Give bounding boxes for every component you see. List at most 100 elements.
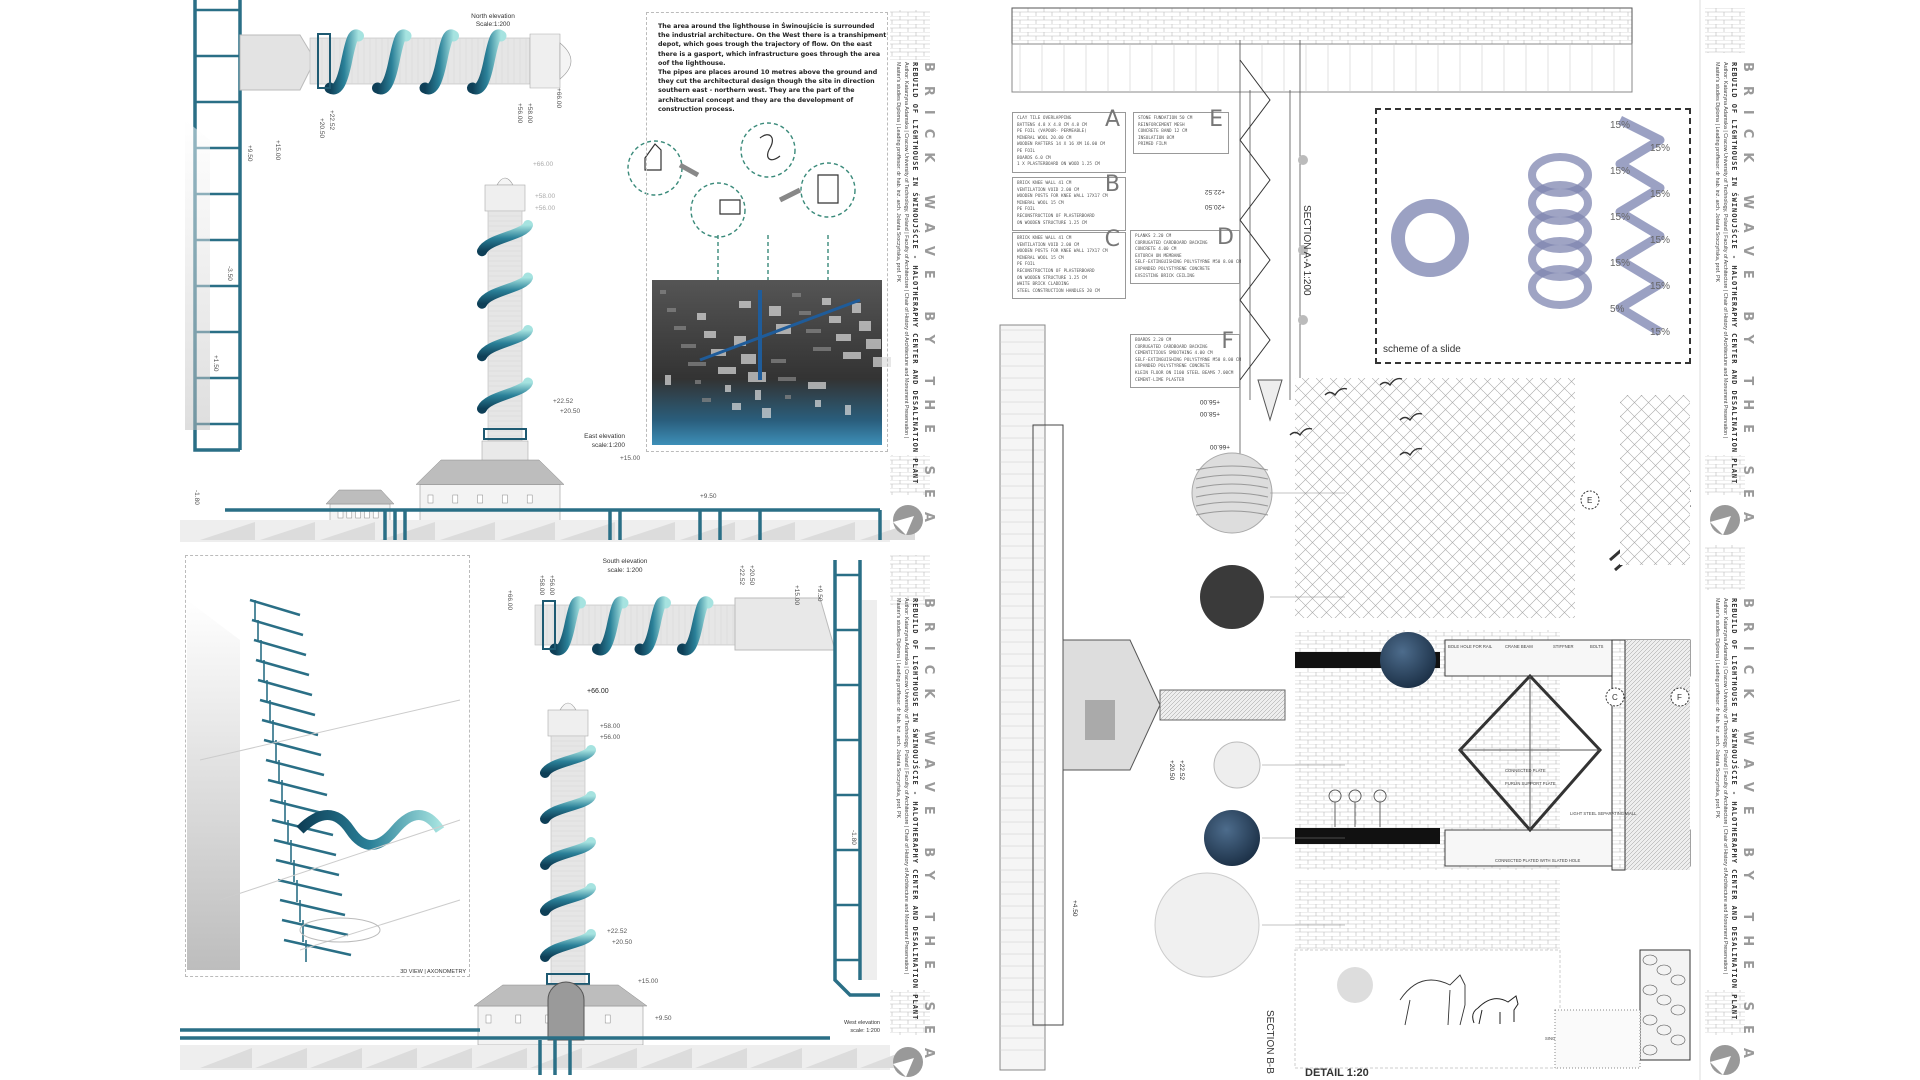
stone-texture xyxy=(1656,964,1672,976)
brick-texture xyxy=(1705,455,1745,495)
photo-building xyxy=(688,362,706,366)
material-layer: INSULATION 8CM xyxy=(1138,135,1175,141)
material-layer: CONCRETE 4.00 CM xyxy=(1135,247,1177,253)
photo-building xyxy=(702,398,711,402)
west-pipe-frame xyxy=(833,560,880,997)
description-paragraph: The pipes are places around 10 metres ab… xyxy=(658,69,878,113)
window xyxy=(502,494,508,504)
ground-hatch xyxy=(620,522,675,540)
axonometry-walkway xyxy=(263,738,322,757)
project-author: Author: Katarzyna Adamska | Cracow Unive… xyxy=(1722,598,1728,975)
lighthouse-dome xyxy=(496,177,514,186)
east-elevation-title: East elevation xyxy=(584,433,625,440)
project-title: BRICK WAVE BY THE SEA xyxy=(1740,62,1755,536)
level-label: +58.00 xyxy=(526,103,533,123)
slide-slope-label: 15% xyxy=(1610,258,1630,269)
slide-plan-ring xyxy=(1391,199,1469,277)
level-label: +66.00 xyxy=(587,688,609,695)
window xyxy=(515,1014,522,1024)
level-label: +22.52 xyxy=(1178,760,1185,780)
tile-texture xyxy=(1195,501,1269,507)
stone-texture xyxy=(1656,994,1672,1006)
axonometry-walkway xyxy=(253,638,307,657)
detail-callout: CONNECTED PLATED WITH SLATED HOLE xyxy=(1495,858,1580,863)
axonometry-spiral xyxy=(296,810,445,850)
ground-hatch xyxy=(320,522,375,540)
material-layer: KLEIN FLOOR ON I100 STEEL BEAMS 7.00CM xyxy=(1135,370,1234,376)
level-label: +56.00 xyxy=(600,734,620,741)
material-layer: PRIMED FILM xyxy=(1138,142,1167,148)
photo-building xyxy=(808,382,826,389)
spiral-slide-segment xyxy=(372,29,412,95)
photo-building xyxy=(734,336,746,346)
bird-sketch xyxy=(1324,387,1348,397)
axonometry-walkway xyxy=(259,698,316,717)
slide-coil-ring xyxy=(1528,265,1592,309)
axonometry-walkway xyxy=(251,618,304,637)
material-layer: WOODEN RAFTERS 14 X 16 XM 16.00 CM xyxy=(1017,142,1105,148)
ground-hatch xyxy=(260,522,315,540)
spiral-slide-segment xyxy=(549,596,586,656)
site-description: The area around the lighthouse in Świnou… xyxy=(658,22,888,114)
material-layer: SELF-EXTINGUISHING POLYSTYRNE M50 8.00 C… xyxy=(1135,357,1242,363)
ground-hatch xyxy=(200,522,255,540)
photo-building xyxy=(845,405,851,415)
south-elevation-title: South elevation xyxy=(603,558,648,565)
title-strip: BRICK WAVE BY THE SEA REBUILD OF LIGHTHO… xyxy=(1711,598,1755,1072)
tile-texture xyxy=(1195,483,1269,489)
photo-building xyxy=(665,375,671,385)
stone-swatch xyxy=(1337,967,1373,1003)
spiral-slide-segment xyxy=(477,220,533,257)
ground-hatch xyxy=(420,1048,472,1068)
level-label: +15.00 xyxy=(638,978,658,985)
detail-callout: BOLE HOLE FOR RAIL xyxy=(1448,644,1493,649)
flow-arrow xyxy=(678,162,802,203)
photo-building xyxy=(748,372,766,382)
material-layer: BRICK KNEE WALL 41 CM xyxy=(1017,236,1072,241)
ground-hatch xyxy=(310,1048,362,1068)
material-layer: STONE FUNDATION 50 CM xyxy=(1138,116,1193,121)
bird-sketch xyxy=(1399,447,1423,457)
photo-building xyxy=(755,390,761,400)
material-letter: E xyxy=(1209,107,1223,132)
gas-tank-icon xyxy=(800,162,856,218)
level-label: +20.50 xyxy=(612,939,632,946)
axonometry-walkway xyxy=(279,898,346,917)
lantern-room xyxy=(529,33,561,89)
material-layer: EXTORCH ON MEMBANE xyxy=(1135,253,1182,259)
project-subtitle: REBUILD OF LIGHTHOUSE IN ŚWINOUJŚCIE - H… xyxy=(911,598,919,1021)
detail-callout: CONNECTED PLATE xyxy=(1505,768,1546,773)
logo-mark xyxy=(1710,516,1731,535)
title-strip: BRICK WAVE BY THE SEA REBUILD OF LIGHTHO… xyxy=(892,598,936,1072)
level-label: +9.50 xyxy=(246,145,253,162)
project-studies: Master's studies Diploma | Leading proff… xyxy=(895,62,901,283)
photo-building xyxy=(725,385,731,392)
steel-beam xyxy=(1295,828,1440,844)
axonometry-walkway xyxy=(255,658,310,677)
section-bb-wall xyxy=(999,324,1046,1071)
stone-texture xyxy=(1642,1014,1658,1026)
material-letter: B xyxy=(1104,172,1120,197)
material-layer: CEMENTITIOUS SMOOTHING 4.00 CM xyxy=(1135,351,1213,357)
level-label: +22.52 xyxy=(328,110,335,130)
photo-building xyxy=(739,301,751,308)
project-studies: Master's studies Diploma | Leading proff… xyxy=(1714,598,1720,819)
window xyxy=(526,494,533,504)
detail-marker-letter: F xyxy=(1677,693,1682,702)
spiral-slide-segment xyxy=(634,596,671,656)
slide-slope-label: 15% xyxy=(1650,189,1670,200)
ground-hatch xyxy=(695,1048,747,1068)
level-label: -3.50 xyxy=(226,266,233,281)
cat-sketch xyxy=(1472,995,1519,1025)
detail-callout: BOLTS xyxy=(1590,644,1604,649)
stone-texture xyxy=(1642,954,1658,966)
level-label: -1.80 xyxy=(193,490,200,505)
north-elevation-title: North elevation xyxy=(471,13,515,20)
slide-section-dot xyxy=(1298,155,1308,165)
ground-hatch xyxy=(365,1048,417,1068)
section-aa-tower xyxy=(1239,40,1301,500)
ground-hatch xyxy=(475,1048,527,1068)
slide-coil-ring xyxy=(1528,237,1592,281)
detail-marker xyxy=(1605,687,1625,707)
